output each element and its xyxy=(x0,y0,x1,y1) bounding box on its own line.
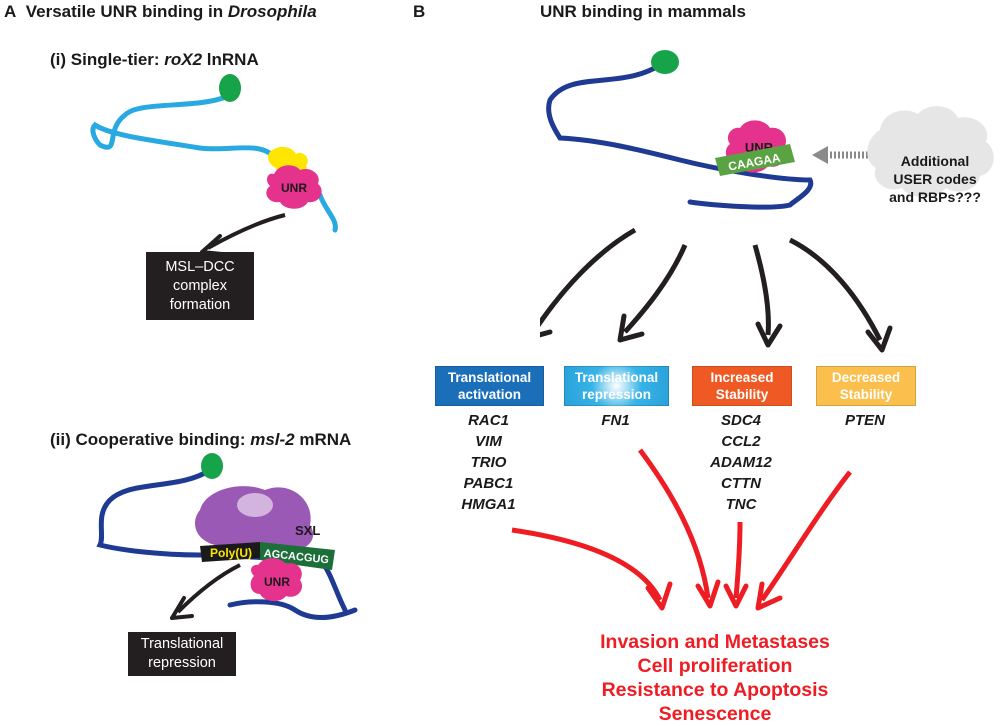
cat-repression-line-1: Translational xyxy=(574,370,659,385)
panel-a-title-italic: Drosophila xyxy=(227,2,317,21)
agcacgug-band xyxy=(260,542,335,570)
cat-increased-line-2: Stability xyxy=(715,387,769,402)
tr-box-line-1: Translational xyxy=(140,636,224,652)
outcome-item: Invasion and Metastases xyxy=(600,631,830,653)
caagaa-band xyxy=(715,144,795,176)
cloud-line-3: and RBPs??? xyxy=(889,189,981,205)
msl-dcc-line-3: formation xyxy=(169,296,231,313)
subpanel-i-title: (i) Single-tier: roX2 lnRNA xyxy=(50,50,259,70)
panel-b-title: UNR binding in mammals xyxy=(540,2,746,21)
gene-item: CTTN xyxy=(721,475,761,492)
subpanel-ii-suffix: mRNA xyxy=(294,430,352,449)
subpanel-ii-prefix: (ii) Cooperative binding: xyxy=(50,430,251,449)
category-increased-stability: Increased Stability xyxy=(692,366,792,406)
msl2-arrow xyxy=(176,563,241,614)
tr-box-line-2: repression xyxy=(148,655,216,671)
rox2-unr-blob xyxy=(266,165,322,209)
gene-item: RAC1 xyxy=(468,412,509,429)
cloud-shape xyxy=(867,106,994,197)
cloud-line-1: Additional xyxy=(900,153,970,169)
mammal-rna-strand xyxy=(546,62,814,210)
gene-item: SDC4 xyxy=(720,412,761,429)
genes-activation: RAC1 VIM TRIO PABC1 HMGA1 xyxy=(435,410,542,515)
genes-repression: FN1 xyxy=(564,410,667,431)
cat-increased-line-1: Increased xyxy=(710,370,774,385)
gene-item: PTEN xyxy=(844,412,885,429)
subpanel-i-italic: roX2 xyxy=(164,50,203,69)
panel-a-letter: A xyxy=(4,2,17,21)
cat-activation-line-1: Translational xyxy=(447,370,532,385)
cloud-line-2: USER codes xyxy=(893,171,977,187)
subpanel-i-prefix: (i) Single-tier: xyxy=(50,50,165,69)
red-arrow-2 xyxy=(637,448,711,599)
msl-dcc-line-2: complex xyxy=(173,277,227,294)
gene-item: FN1 xyxy=(601,412,630,429)
rox2-unr-label: UNR xyxy=(281,181,307,195)
gene-item: TNC xyxy=(725,496,757,513)
arrow-to-repression xyxy=(623,244,688,334)
gene-item: ADAM12 xyxy=(710,454,772,471)
arrow-to-increased xyxy=(752,244,771,336)
msl2-unr-label: UNR xyxy=(264,575,290,589)
sxl-blob xyxy=(195,486,314,557)
cat-decreased-line-2: Stability xyxy=(839,387,893,402)
outcome-item: Senescence xyxy=(658,703,772,725)
translational-repression-box-a: Translational repression xyxy=(128,632,236,676)
gene-item: PABC1 xyxy=(463,475,514,492)
subpanel-ii-title: (ii) Cooperative binding: msl-2 mRNA xyxy=(50,430,351,450)
rox2-arrow xyxy=(207,213,286,250)
msl-dcc-line-1: MSL–DCC xyxy=(165,258,235,275)
genes-increased: SDC4 CCL2 ADAM12 CTTN TNC xyxy=(692,410,790,515)
panel-a-title: A Versatile UNR binding in Drosophila xyxy=(4,2,317,22)
red-arrow-4 xyxy=(759,470,852,602)
outcome-arrows xyxy=(511,448,852,611)
red-arrow-1 xyxy=(511,527,663,602)
polyu-label: Poly(U) xyxy=(210,546,252,560)
subpanel-ii-italic: msl-2 xyxy=(250,430,295,449)
arrow-to-decreased xyxy=(788,237,883,342)
msl2-cap xyxy=(201,453,223,479)
msl2-arrowhead xyxy=(170,596,194,620)
cat-decreased-line-1: Decreased xyxy=(831,370,901,385)
cloud-arrowhead xyxy=(812,146,828,164)
gene-item: VIM xyxy=(475,433,502,450)
panel-b-letter: B xyxy=(413,2,426,21)
gene-item: HMGA1 xyxy=(461,496,516,513)
polyu-band xyxy=(200,542,262,562)
arrow-to-activation xyxy=(540,227,637,328)
subpanel-i-suffix: lnRNA xyxy=(202,50,259,69)
cat-activation-line-2: activation xyxy=(457,387,522,402)
rox2-diagram: UNR xyxy=(90,74,338,256)
outcome-item: Resistance to Apoptosis xyxy=(601,679,829,701)
msl-dcc-box: MSL–DCC complex formation xyxy=(146,252,254,320)
category-translational-activation: Translational activation xyxy=(435,366,544,406)
msl2-rna-tail xyxy=(227,599,358,620)
panel-a-title-text: Versatile UNR binding in xyxy=(25,2,228,21)
msl2-diagram: SXL Poly(U) AGCACGUG UNR xyxy=(96,453,358,620)
outcome-item: Cell proliferation xyxy=(637,655,793,677)
mammal-diagram: UNR CAAGAA xyxy=(540,50,994,353)
gene-item: TRIO xyxy=(470,454,507,471)
genes-decreased: PTEN xyxy=(816,410,914,431)
cloud-text: Additional USER codes and RBPs??? xyxy=(870,152,1000,206)
rox2-cap xyxy=(219,74,241,102)
outcomes-list: Invasion and Metastases Cell proliferati… xyxy=(560,630,870,726)
category-decreased-stability: Decreased Stability xyxy=(816,366,916,406)
msl2-unr-blob xyxy=(250,558,303,602)
category-translational-repression: Translational repression xyxy=(564,366,669,406)
cat-repression-line-2: repression xyxy=(581,387,652,402)
red-arrow-3 xyxy=(733,521,743,599)
mammal-cap xyxy=(651,50,679,74)
sxl-label: SXL xyxy=(295,523,320,538)
gene-item: CCL2 xyxy=(721,433,761,450)
